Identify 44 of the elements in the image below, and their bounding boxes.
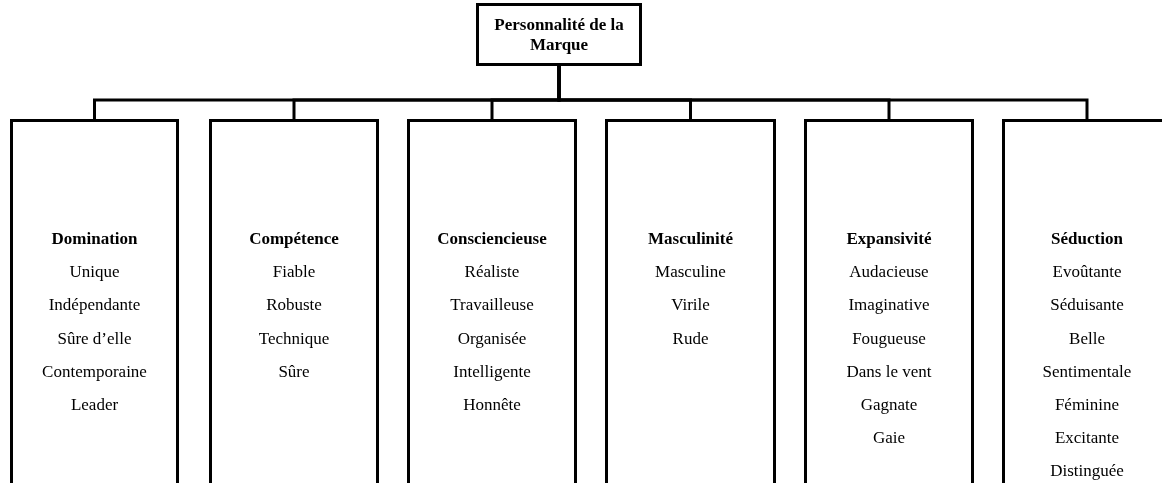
- trait-item: Féminine: [1053, 395, 1121, 415]
- trait-item: Audacieuse: [848, 262, 930, 283]
- category-heading: Séduction: [1050, 229, 1124, 249]
- category-box: [407, 119, 577, 483]
- category-heading: Compétence: [248, 229, 340, 249]
- category-heading: Domination: [50, 229, 139, 249]
- trait-item: Unique: [68, 262, 121, 283]
- category-heading: Consciencieuse: [436, 229, 548, 249]
- trait-item: Virile: [670, 295, 711, 316]
- trait-item: Contemporaine: [41, 361, 148, 382]
- trait-item: Fiable: [271, 262, 317, 283]
- category-box: [804, 119, 974, 483]
- trait-item: Distinguée: [1049, 461, 1125, 482]
- trait-item: Sentimentale: [1041, 361, 1133, 382]
- category-heading: Expansivité: [845, 229, 933, 249]
- trait-item: Belle: [1068, 328, 1106, 349]
- root-title: Personnalité de la Marque: [493, 15, 625, 55]
- trait-item: Robuste: [265, 295, 323, 316]
- trait-item: Indépendante: [47, 295, 142, 316]
- trait-item: Réaliste: [463, 262, 521, 283]
- trait-item: Fougueuse: [851, 328, 927, 349]
- trait-item: Séduisante: [1049, 295, 1125, 316]
- trait-item: Gagnate: [859, 395, 919, 415]
- trait-item: Organisée: [456, 328, 528, 349]
- trait-item: Honnête: [462, 395, 522, 415]
- root-box: [476, 3, 642, 66]
- trait-item: Excitante: [1053, 428, 1121, 449]
- trait-item: Intelligente: [452, 361, 532, 382]
- trait-item: Leader: [69, 395, 120, 415]
- trait-item: Masculine: [654, 262, 727, 283]
- trait-item: Technique: [257, 328, 331, 349]
- category-box: [605, 119, 776, 483]
- category-box: [1002, 119, 1162, 483]
- trait-item: Dans le vent: [845, 361, 933, 382]
- category-box: [10, 119, 179, 483]
- trait-item: Imaginative: [847, 295, 931, 316]
- trait-item: Travailleuse: [449, 295, 535, 316]
- trait-item: Rude: [671, 328, 710, 349]
- trait-item: Gaie: [871, 428, 907, 449]
- trait-item: Sûre: [277, 361, 311, 382]
- trait-item: Evoûtante: [1051, 262, 1123, 283]
- category-heading: Masculinité: [647, 229, 734, 249]
- category-box: [209, 119, 379, 483]
- trait-item: Sûre d’elle: [56, 328, 133, 349]
